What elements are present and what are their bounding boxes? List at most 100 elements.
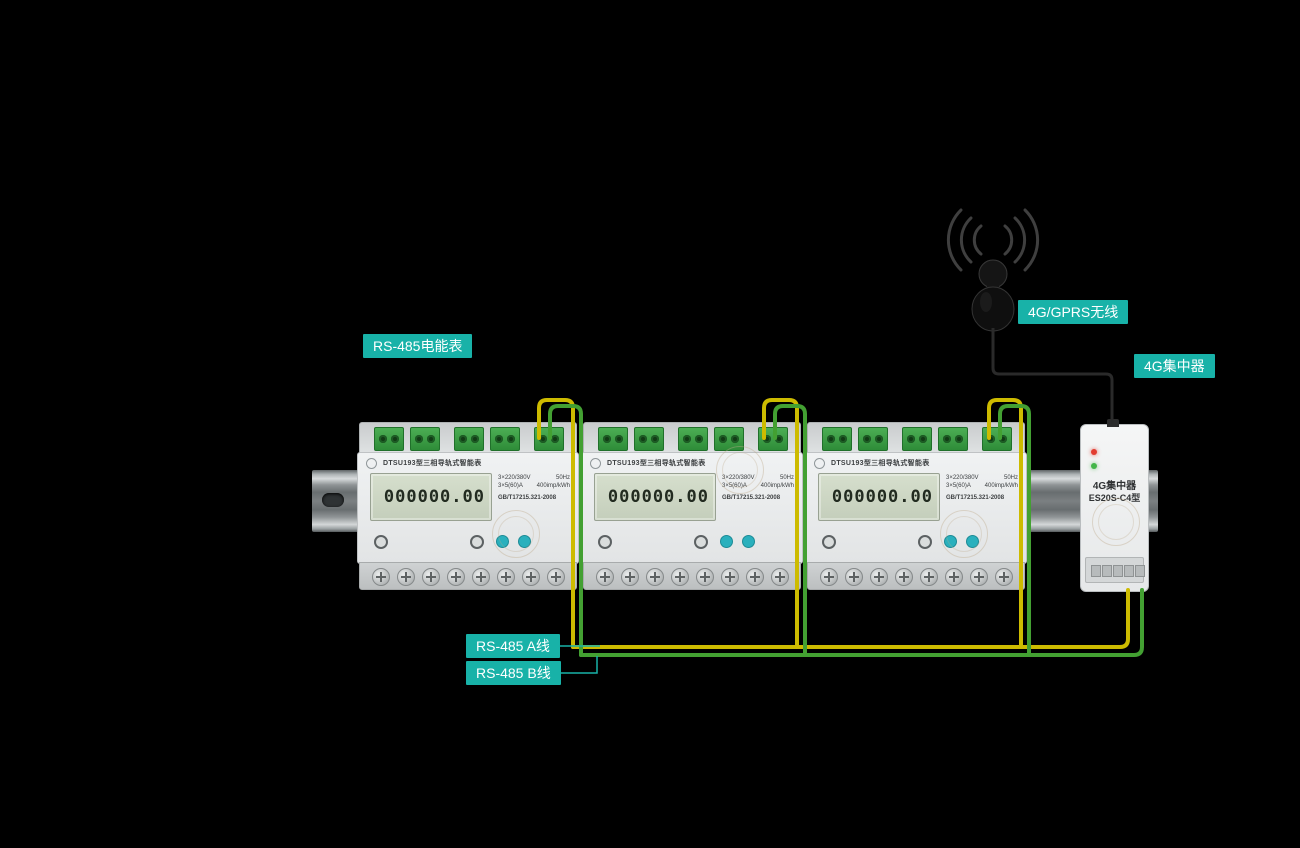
screw-terminal bbox=[422, 568, 440, 586]
meter-header: DTSU193型三相导轨式智能表 bbox=[366, 457, 570, 469]
spec-voltage: 3×220/380V bbox=[498, 475, 531, 481]
meter-top-terminals bbox=[807, 422, 1025, 454]
terminal-block bbox=[634, 427, 664, 451]
terminal-screw bbox=[695, 435, 703, 443]
terminal-screw bbox=[683, 435, 691, 443]
screw-terminal bbox=[746, 568, 764, 586]
screw-terminal bbox=[547, 568, 565, 586]
screw-terminal bbox=[621, 568, 639, 586]
screw-terminal bbox=[970, 568, 988, 586]
label-line-a: RS-485 A线 bbox=[466, 634, 560, 658]
terminal-screw bbox=[639, 435, 647, 443]
spec-frequency: 50Hz bbox=[779, 475, 794, 481]
meter-bottom-terminals bbox=[359, 562, 577, 590]
terminal-screw bbox=[827, 435, 835, 443]
meter-face: DTSU193型三相导轨式智能表 000000.00 3×220/380V 50H… bbox=[805, 452, 1027, 564]
watermark-stamp bbox=[940, 510, 988, 558]
spec-impulse: 400imp/kWh bbox=[536, 483, 570, 489]
din-rail-slot bbox=[322, 493, 344, 507]
spec-voltage: 3×220/380V bbox=[946, 475, 979, 481]
meter-indicator bbox=[742, 535, 755, 548]
meter-indicator bbox=[720, 535, 733, 548]
label-concentrator: 4G集中器 bbox=[1134, 354, 1215, 378]
terminal-screw bbox=[415, 435, 423, 443]
terminal-block bbox=[374, 427, 404, 451]
meter-button bbox=[598, 535, 612, 549]
lcd-reading: 000000.00 bbox=[607, 487, 709, 507]
screw-terminal bbox=[372, 568, 390, 586]
signal-waves-icon bbox=[946, 208, 1040, 272]
meter-bottom-terminals bbox=[807, 562, 1025, 590]
screw-terminal bbox=[845, 568, 863, 586]
terminal bbox=[1124, 565, 1134, 577]
spec-current: 3×5(60)A bbox=[498, 483, 523, 489]
terminal-screw bbox=[615, 435, 623, 443]
terminal bbox=[1102, 565, 1112, 577]
terminal-screw bbox=[603, 435, 611, 443]
meter-header: DTSU193型三相导轨式智能表 bbox=[814, 457, 1018, 469]
spec-frequency: 50Hz bbox=[555, 475, 570, 481]
spec-frequency: 50Hz bbox=[1003, 475, 1018, 481]
meter-button bbox=[374, 535, 388, 549]
terminal-screw bbox=[775, 435, 783, 443]
status-led bbox=[1091, 463, 1097, 469]
terminal-screw bbox=[955, 435, 963, 443]
brand-logo-icon bbox=[814, 457, 825, 469]
screw-terminal bbox=[870, 568, 888, 586]
label-line-b bbox=[558, 656, 598, 674]
spec-standard: GB/T17215.321-2008 bbox=[498, 495, 557, 501]
rs485-terminal-block bbox=[982, 427, 1012, 451]
screw-terminal bbox=[646, 568, 664, 586]
screw-terminal bbox=[696, 568, 714, 586]
screw-terminal bbox=[995, 568, 1013, 586]
terminal-screw bbox=[839, 435, 847, 443]
terminal-block bbox=[822, 427, 852, 451]
screw-terminal bbox=[721, 568, 739, 586]
label-rs485-meter: RS-485电能表 bbox=[363, 334, 473, 358]
meter-button bbox=[694, 535, 708, 549]
brand-logo-icon bbox=[366, 457, 377, 469]
meter-bottom-terminals bbox=[583, 562, 801, 590]
spec-impulse: 400imp/kWh bbox=[760, 483, 794, 489]
terminal-screw bbox=[379, 435, 387, 443]
rs485-terminal-block bbox=[534, 427, 564, 451]
screw-terminal bbox=[497, 568, 515, 586]
terminal bbox=[1135, 565, 1145, 577]
meter-button bbox=[822, 535, 836, 549]
antenna-port bbox=[1107, 419, 1119, 427]
rs485-terminal-block bbox=[758, 427, 788, 451]
terminal-screw bbox=[875, 435, 883, 443]
meter-button bbox=[918, 535, 932, 549]
screw-terminal bbox=[945, 568, 963, 586]
screw-terminal bbox=[820, 568, 838, 586]
terminal-screw bbox=[651, 435, 659, 443]
terminal-block bbox=[938, 427, 968, 451]
terminal-screw bbox=[459, 435, 467, 443]
concentrator-terminals bbox=[1085, 557, 1145, 583]
terminal-screw bbox=[863, 435, 871, 443]
spec-standard: GB/T17215.321-2008 bbox=[946, 495, 1005, 501]
spec-standard: GB/T17215.321-2008 bbox=[722, 495, 781, 501]
terminal-screw bbox=[987, 435, 995, 443]
terminal-screw bbox=[719, 435, 727, 443]
power-led bbox=[1091, 449, 1097, 455]
screw-terminal bbox=[397, 568, 415, 586]
terminal-screw bbox=[919, 435, 927, 443]
watermark-stamp bbox=[492, 510, 540, 558]
screw-terminal bbox=[447, 568, 465, 586]
meter-top-terminals bbox=[359, 422, 577, 454]
watermark-stamp bbox=[1092, 498, 1140, 546]
spec-current: 3×5(60)A bbox=[946, 483, 971, 489]
lcd-reading: 000000.00 bbox=[831, 487, 933, 507]
meter-title: DTSU193型三相导轨式智能表 bbox=[383, 460, 482, 467]
terminal-screw bbox=[495, 435, 503, 443]
meter-title: DTSU193型三相导轨式智能表 bbox=[831, 460, 930, 467]
meter-top-terminals bbox=[583, 422, 801, 454]
terminal-block bbox=[678, 427, 708, 451]
